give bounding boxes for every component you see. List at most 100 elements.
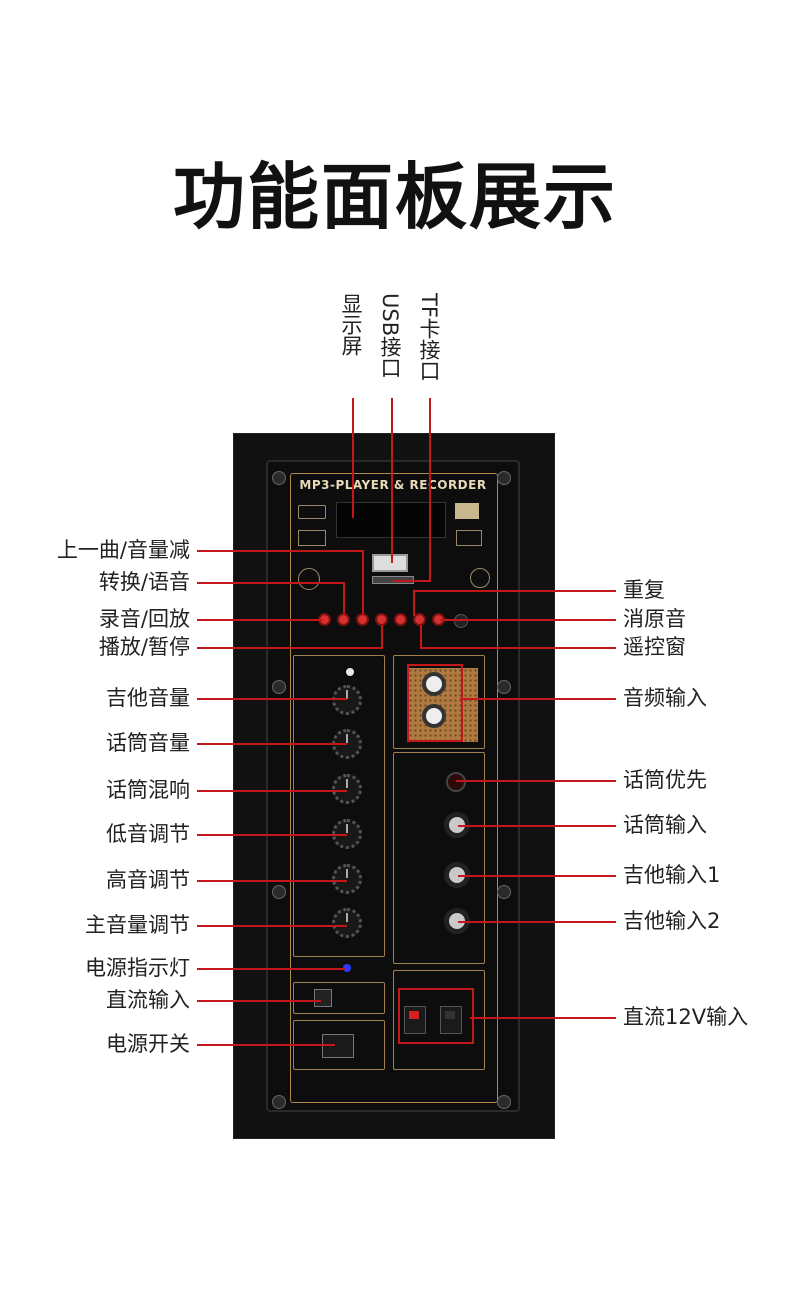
remote-ir-window	[454, 614, 468, 628]
panel-header: MP3-PLAYER & RECORDER	[299, 478, 487, 492]
next-vol-up-button[interactable]	[394, 613, 407, 626]
pointer-guitar-volume	[197, 698, 347, 700]
label-guitar-input-2: 吉他输入2	[623, 909, 721, 933]
screw-icon	[272, 680, 286, 694]
pointer-play-pause	[197, 647, 383, 649]
pointer-remote-window-v	[420, 625, 422, 649]
audio-input-section	[393, 655, 485, 749]
pointer-mic-input	[458, 825, 616, 827]
label-mic-input: 话筒输入	[623, 813, 707, 837]
pointer-guitar-input-1	[458, 875, 616, 877]
pointer-display	[352, 398, 354, 518]
screw-icon	[497, 885, 511, 899]
label-record-playback: 录音/回放	[98, 607, 190, 631]
screw-icon	[272, 1095, 286, 1109]
label-prev-vol-down: 上一曲/音量减	[56, 538, 190, 562]
panel-frame	[290, 473, 498, 1103]
pointer-power-led	[197, 968, 345, 970]
pointer-record-playback	[197, 619, 323, 621]
label-power-led: 电源指示灯	[85, 956, 190, 980]
dc12v-section	[393, 970, 485, 1070]
label-vocal-cut: 消原音	[623, 607, 686, 631]
label-power-switch: 电源开关	[106, 1032, 190, 1056]
sd-card-icon	[456, 530, 482, 546]
mic-guitar-section	[393, 752, 485, 964]
label-guitar-volume: 吉他音量	[106, 686, 190, 710]
page-title: 功能面板展示	[172, 155, 617, 239]
pointer-master-volume	[197, 925, 347, 927]
usb-icon	[298, 530, 326, 546]
pointer-switch-voice	[197, 582, 345, 584]
mute-icon	[470, 568, 490, 588]
label-mic-reverb: 话筒混响	[106, 778, 190, 802]
label-mic-priority: 话筒优先	[623, 768, 707, 792]
pointer-play-pause-v	[381, 625, 383, 649]
dc-input-jack[interactable]	[314, 989, 332, 1007]
pointer-audio-input	[460, 698, 616, 700]
pointer-repeat-v	[413, 590, 415, 616]
dc-input-section	[293, 982, 385, 1014]
pointer-power-switch	[197, 1044, 335, 1046]
treble-knob[interactable]	[332, 864, 362, 894]
prev-vol-down-button[interactable]	[356, 613, 369, 626]
label-treble: 高音调节	[106, 868, 190, 892]
repeat-button[interactable]	[413, 613, 426, 626]
pointer-dc-input	[197, 1000, 321, 1002]
label-guitar-input-1: 吉他输入1	[623, 863, 721, 887]
label-display: 显示屏	[339, 293, 363, 356]
power-switch[interactable]	[322, 1034, 354, 1058]
mic-reverb-knob[interactable]	[332, 774, 362, 804]
pointer-prev-vol-down-v	[362, 550, 364, 614]
pointer-prev-vol-down	[197, 550, 364, 552]
guitar-volume-knob[interactable]	[332, 685, 362, 715]
dc12v-positive-terminal[interactable]	[404, 1006, 426, 1034]
dc12v-negative-terminal[interactable]	[440, 1006, 462, 1034]
power-led	[343, 964, 351, 972]
mic-priority-button[interactable]	[446, 772, 466, 792]
label-remote-window: 遥控窗	[623, 635, 686, 659]
bluetooth-icon	[298, 505, 326, 519]
label-repeat: 重复	[623, 578, 665, 602]
audio-input-rca-2[interactable]	[422, 704, 446, 728]
label-tf: TF卡接口	[417, 293, 441, 381]
pointer-treble	[197, 880, 347, 882]
pointer-tf	[429, 398, 431, 581]
waveform-icon	[298, 568, 320, 590]
bass-knob[interactable]	[332, 819, 362, 849]
label-dc-input: 直流输入	[106, 988, 190, 1012]
usb-port[interactable]	[372, 554, 408, 572]
screw-icon	[497, 471, 511, 485]
mp3-logo-icon	[455, 503, 479, 519]
label-play-pause: 播放/暂停	[98, 635, 190, 659]
pointer-dc12v-input	[470, 1017, 616, 1019]
screw-icon	[272, 471, 286, 485]
pointer-mic-priority	[456, 780, 616, 782]
dc12v-highlight	[398, 988, 474, 1044]
label-usb: USB接口	[378, 293, 402, 379]
pointer-vocal-cut	[440, 619, 616, 621]
label-switch-voice: 转换/语音	[98, 570, 190, 594]
pointer-repeat	[413, 590, 616, 592]
pointer-bass	[197, 834, 347, 836]
knob-section	[293, 655, 385, 957]
label-bass: 低音调节	[106, 822, 190, 846]
screw-icon	[497, 1095, 511, 1109]
pointer-guitar-input-2	[458, 921, 616, 923]
label-audio-input: 音频输入	[623, 686, 707, 710]
charge-led-icon	[346, 668, 354, 676]
screw-icon	[497, 680, 511, 694]
label-master-volume: 主音量调节	[85, 913, 190, 937]
pointer-usb	[391, 398, 393, 563]
audio-input-highlight	[407, 664, 463, 742]
label-dc12v-input: 直流12V输入	[623, 1005, 749, 1029]
pointer-remote-window	[420, 647, 616, 649]
pointer-mic-reverb	[197, 790, 347, 792]
pointer-switch-voice-v	[343, 582, 345, 614]
audio-input-rca-1[interactable]	[422, 672, 446, 696]
label-mic-volume: 话筒音量	[106, 731, 190, 755]
pointer-mic-volume	[197, 743, 347, 745]
screw-icon	[272, 885, 286, 899]
switch-voice-button[interactable]	[337, 613, 350, 626]
master-volume-knob[interactable]	[332, 908, 362, 938]
pointer-tf-h	[393, 580, 431, 582]
